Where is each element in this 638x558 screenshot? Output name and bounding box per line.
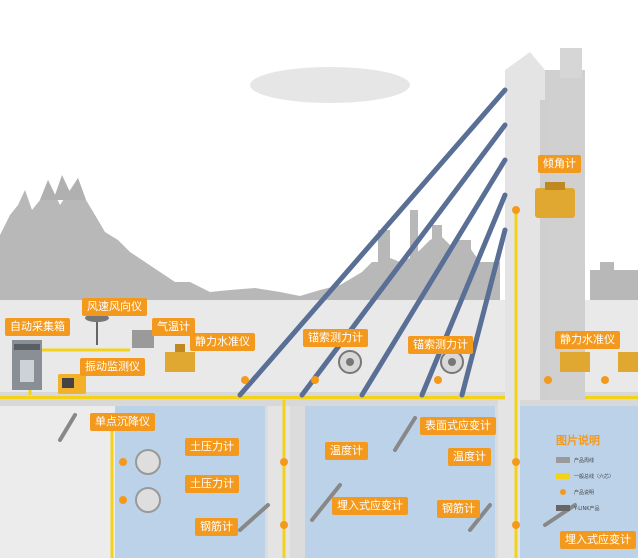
device-cable-force-right [440, 350, 464, 374]
label-thermometer-right: 温度计 [448, 448, 491, 466]
label-thermometer-left: 温度计 [325, 442, 368, 460]
stay-cables [237, 87, 508, 398]
label-single-point-settlement: 单点沉降仪 [90, 413, 155, 431]
label-embedded-strain-left: 埋入式应变计 [332, 497, 408, 515]
label-inclinometer: 倾角计 [538, 155, 581, 173]
legend-title: 图片说明 [556, 434, 600, 447]
cloud-shape [250, 67, 410, 103]
legend-item-text: Y-LINK产品 [574, 505, 600, 512]
label-earth-pressure-2: 土压力计 [185, 475, 239, 493]
device-wind-meter [85, 314, 109, 345]
label-surface-strain: 表面式应变计 [420, 417, 496, 435]
label-rebar-meter-right: 钢筋计 [437, 500, 480, 518]
label-vibration-monitor: 振动监测仪 [80, 358, 145, 376]
device-static-level-left [165, 344, 195, 372]
legend-item-text: 产品说明 [574, 489, 595, 496]
device-static-level-right [560, 352, 638, 372]
legend: 图片说明 产品周线 一般总线（六芯） 产品说明 Y-LINK产品 [556, 432, 636, 518]
label-cable-force-left: 锚索测力计 [303, 329, 368, 347]
background-skyline [0, 175, 638, 300]
legend-key-swatch [556, 505, 570, 511]
legend-item: 产品周线 [556, 454, 636, 466]
label-earth-pressure-1: 土压力计 [185, 438, 239, 456]
device-barometer [132, 330, 154, 348]
legend-item: 一般总线（六芯） [556, 470, 636, 482]
label-cable-force-right: 锚索测力计 [408, 336, 473, 354]
device-rods [58, 413, 577, 532]
legend-item: Y-LINK产品 [556, 502, 636, 514]
label-wind-meter: 风速风向仪 [82, 298, 147, 316]
label-static-level-right: 静力水准仪 [555, 331, 620, 349]
legend-item-text: 产品周线 [574, 457, 595, 464]
legend-item-text: 一般总线（六芯） [574, 473, 615, 480]
label-barometer: 气温计 [152, 318, 195, 336]
legend-key-swatch [556, 473, 570, 479]
label-embedded-strain-right: 埋入式应变计 [560, 531, 636, 549]
sensor-markers [119, 206, 609, 529]
device-cable-force-left [338, 350, 362, 374]
legend-item: 产品说明 [556, 486, 636, 498]
device-vibration-monitor [58, 374, 86, 394]
legend-key-swatch [556, 457, 570, 463]
label-auto-collector: 自动采集箱 [5, 318, 70, 336]
label-static-level-left: 静力水准仪 [190, 333, 255, 351]
device-inclinometer [535, 182, 575, 218]
label-rebar-meter-left: 钢筋计 [195, 518, 238, 536]
device-earth-pressure [135, 449, 161, 513]
legend-key-dot [560, 489, 566, 495]
device-collector-box [12, 340, 42, 390]
